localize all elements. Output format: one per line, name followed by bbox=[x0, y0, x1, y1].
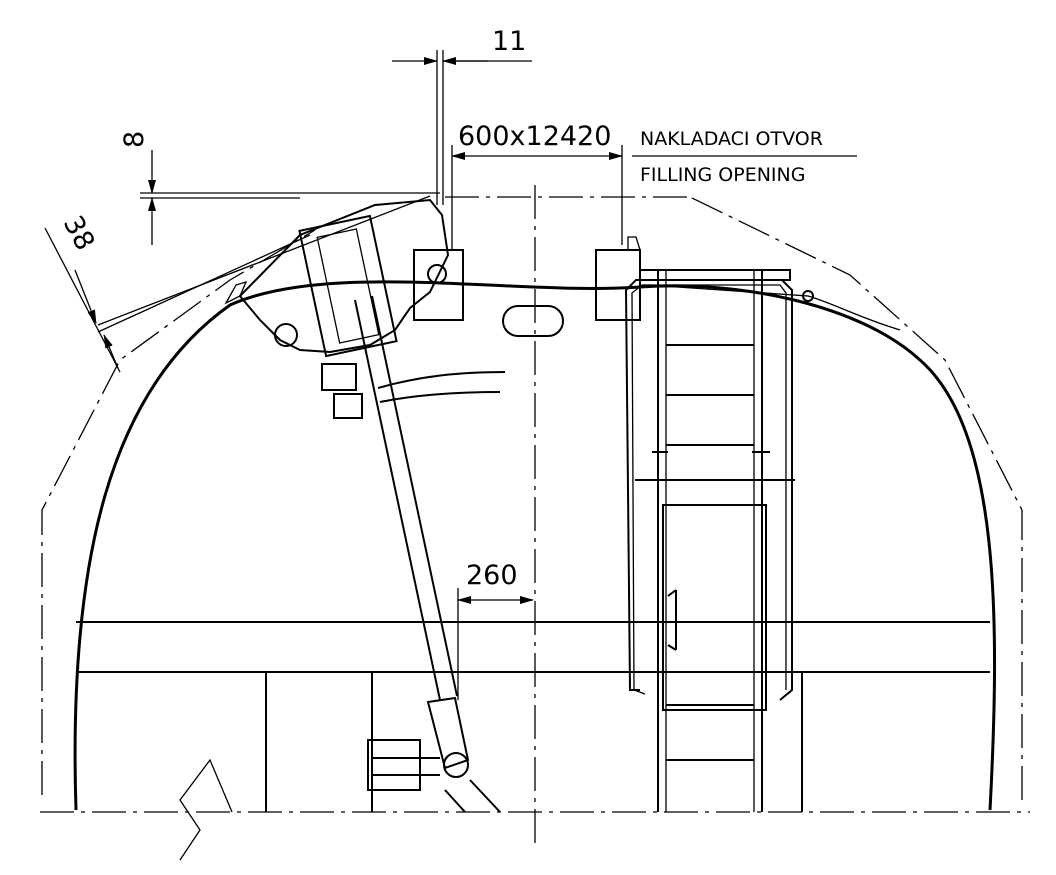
dimension-angle-offset: 38 bbox=[44, 211, 121, 373]
lid-sealing-line bbox=[97, 195, 431, 326]
opening-slot bbox=[502, 305, 564, 337]
note-opening-local: NAKLADACI OTVOR bbox=[640, 128, 823, 150]
clip-upper bbox=[321, 363, 357, 391]
ladder-panel bbox=[662, 504, 767, 711]
lid-hinge bbox=[427, 264, 447, 284]
dimension-gap: 11 bbox=[392, 26, 532, 205]
ladder-latch bbox=[647, 284, 901, 331]
dimension-rim-offset: 8 bbox=[119, 131, 440, 245]
lid-cover bbox=[238, 198, 450, 354]
ladder-handrail bbox=[624, 279, 793, 701]
note-opening-english: FILLING OPENING bbox=[640, 164, 805, 186]
ladder-handrail-inner bbox=[631, 284, 787, 695]
arm-pivot bbox=[443, 752, 469, 778]
outer-contour-right bbox=[689, 196, 1023, 800]
arm-leg bbox=[444, 779, 501, 813]
ladder-handle bbox=[667, 589, 677, 651]
support-arm-edge-1 bbox=[354, 299, 441, 701]
lid-plate bbox=[298, 214, 398, 358]
dimension-arm-offset: 260 bbox=[457, 560, 534, 700]
ladder-brackets bbox=[635, 451, 795, 481]
ladder-rungs bbox=[666, 344, 754, 761]
hose bbox=[377, 371, 506, 389]
lid-plate-inner bbox=[316, 228, 380, 344]
outer-contour-left bbox=[41, 229, 316, 795]
clip-lower bbox=[333, 393, 363, 419]
ladder-top-cap bbox=[639, 269, 791, 281]
opening-flange-right bbox=[595, 249, 641, 321]
opening-flange-left bbox=[413, 249, 464, 321]
dimension-rim-offset-text: 8 bbox=[119, 131, 150, 148]
dimension-angle-offset-text: 38 bbox=[57, 211, 101, 256]
lid-sealing-line-2 bbox=[97, 234, 311, 333]
dimension-gap-text: 11 bbox=[492, 26, 526, 57]
hose-lower bbox=[379, 391, 501, 403]
lid-lock-hole bbox=[274, 323, 298, 347]
support-arm-edge-2 bbox=[371, 295, 458, 697]
tank-shell bbox=[73, 280, 997, 811]
opening-lip-right bbox=[627, 236, 641, 251]
arm-mount bbox=[367, 739, 440, 791]
lid-edge bbox=[224, 280, 248, 305]
dimension-opening-text: 600x12420 bbox=[458, 121, 611, 152]
dimension-arm-offset-text: 260 bbox=[466, 560, 518, 591]
dimension-opening: 600x12420 bbox=[451, 121, 623, 250]
break-line bbox=[179, 758, 233, 861]
